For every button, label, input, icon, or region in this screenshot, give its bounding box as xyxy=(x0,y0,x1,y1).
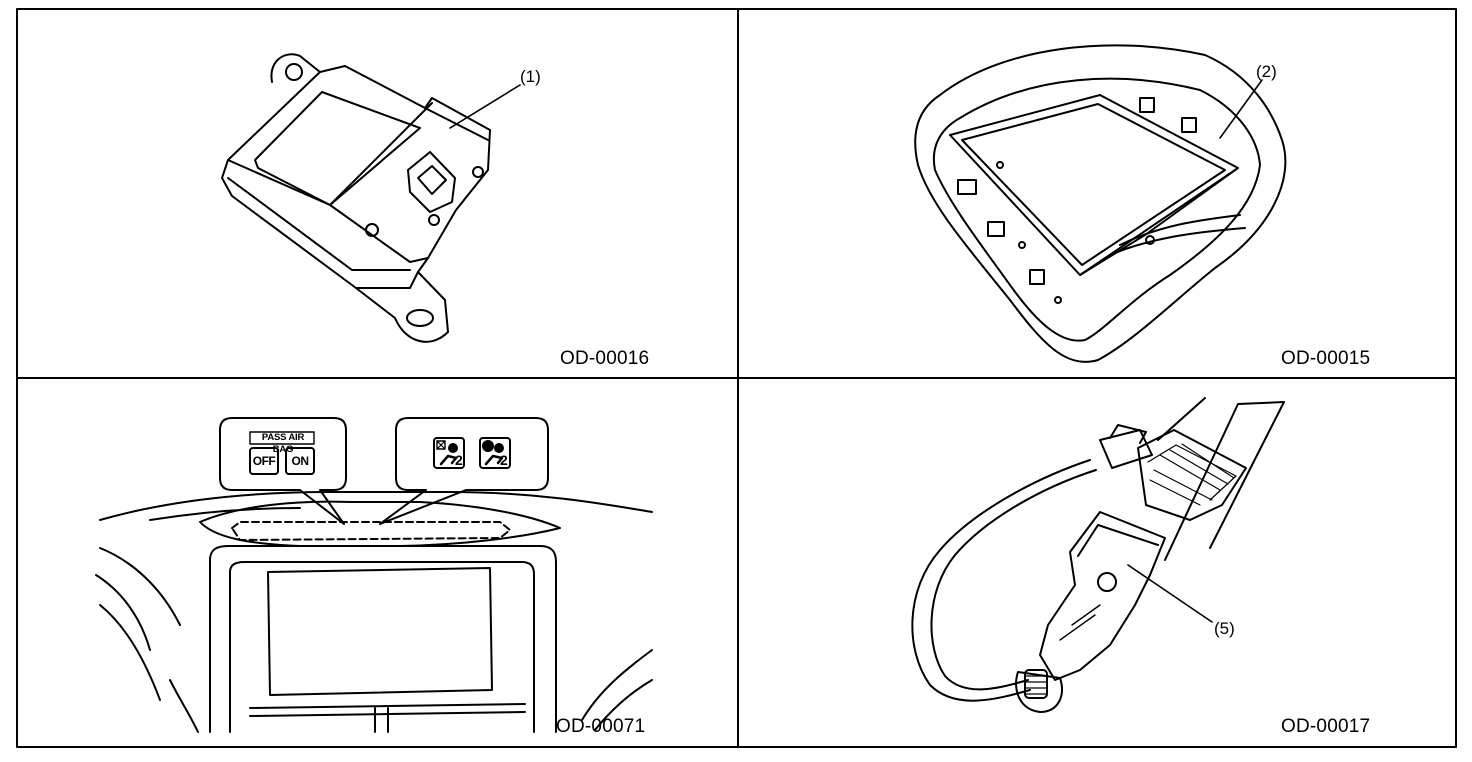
seat-cushion-drawing xyxy=(914,44,1287,363)
figure-code-od-00017: OD-00017 xyxy=(1281,716,1371,737)
sensor-control-module-drawing xyxy=(221,53,491,343)
figure-code-od-00016: OD-00016 xyxy=(560,348,650,369)
figure-code-od-00071: OD-00071 xyxy=(556,716,646,737)
leader-line-2 xyxy=(1219,79,1263,139)
pass-air-bag-label: PASS AIR BAG xyxy=(261,432,305,455)
airbag-on-icon xyxy=(479,437,511,469)
dashboard-drawing xyxy=(95,417,653,733)
seat-belt-buckle-drawing xyxy=(911,397,1285,713)
callout-1: (1) xyxy=(520,67,541,86)
callout-5: (5) xyxy=(1214,619,1235,638)
callout-2: (2) xyxy=(1256,62,1277,81)
airbag-off-button: OFF xyxy=(252,454,276,468)
airbag-on-icon-digit: 2 xyxy=(500,452,508,468)
airbag-on-button: ON xyxy=(291,454,310,468)
airbag-off-icon-digit: 2 xyxy=(455,452,463,468)
leader-line-1 xyxy=(449,84,521,129)
figure-code-od-00015: OD-00015 xyxy=(1281,348,1371,369)
leader-line-5 xyxy=(1127,564,1213,623)
airbag-off-icon xyxy=(433,437,465,469)
